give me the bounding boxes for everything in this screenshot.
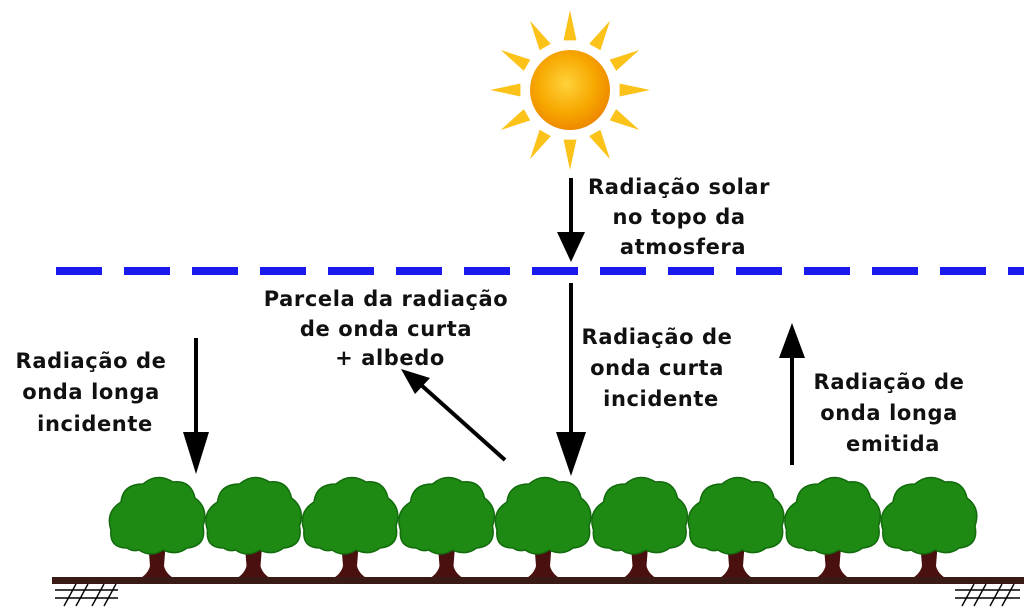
sun-ray	[609, 109, 640, 130]
sun-ray	[500, 109, 531, 130]
label-shortwave-reflected-line2: de onda curta	[300, 317, 472, 341]
tree-icon	[880, 476, 978, 579]
tree-icon	[784, 476, 881, 579]
tree-crown	[687, 476, 785, 555]
tree-trunk	[718, 540, 754, 579]
tree-trunk	[814, 540, 851, 579]
arrow-shortwave-reflected	[401, 369, 507, 462]
label-longwave-incoming-line3: incidente	[37, 412, 153, 436]
arrow-solar-top	[557, 178, 585, 262]
sun-ray	[563, 10, 577, 41]
label-longwave-emitted-line2: onda longa	[820, 401, 958, 425]
tree-trunk	[428, 540, 465, 579]
tree-row	[108, 476, 978, 579]
label-shortwave-incoming-line3: incidente	[603, 387, 719, 411]
label-shortwave-reflected-line1: Parcela da radiação	[264, 287, 509, 311]
sun-ray	[589, 20, 610, 51]
sun-ray	[490, 83, 521, 97]
tree-crown	[784, 476, 881, 555]
tree-trunk	[332, 540, 368, 579]
tree-icon	[494, 476, 592, 579]
tree-icon	[301, 476, 399, 579]
label-solar-top-line2: no topo da	[612, 205, 745, 229]
tree-icon	[591, 476, 688, 579]
sun-ray	[619, 83, 650, 97]
arrow-shortwave-incoming	[556, 283, 586, 476]
label-solar-top-line3: atmosfera	[620, 235, 746, 259]
sun-ray	[500, 50, 531, 71]
label-longwave-incoming: Radiação de onda longa incidente	[16, 349, 175, 436]
tree-crown	[398, 476, 495, 555]
label-shortwave-incoming-line2: onda curta	[590, 356, 724, 380]
tree-trunk	[139, 540, 175, 579]
tree-icon	[108, 476, 206, 579]
tree-icon	[205, 476, 302, 579]
tree-icon	[398, 476, 495, 579]
label-solar-top-line1: Radiação solar	[588, 175, 770, 199]
label-longwave-emitted: Radiação de onda longa emitida	[814, 370, 973, 456]
label-longwave-emitted-line1: Radiação de	[814, 370, 965, 394]
label-shortwave-incoming-line1: Radiação de	[582, 325, 733, 349]
tree-trunk	[911, 540, 947, 579]
tree-trunk	[621, 540, 658, 579]
sun-ray	[530, 129, 551, 160]
tree-crown	[301, 476, 399, 555]
label-shortwave-reflected: Parcela da radiação de onda curta + albe…	[264, 287, 517, 370]
tree-trunk	[525, 540, 561, 579]
tree-icon	[687, 476, 785, 579]
arrow-longwave-emitted	[779, 323, 805, 465]
tree-crown	[494, 476, 592, 555]
label-shortwave-incoming: Radiação de onda curta incidente	[582, 325, 741, 411]
sun-ray	[563, 139, 577, 170]
label-longwave-incoming-line2: onda longa	[22, 380, 160, 404]
label-longwave-emitted-line3: emitida	[846, 432, 940, 456]
sun-icon	[490, 10, 650, 170]
arrow-longwave-incoming	[183, 338, 209, 474]
ground-hatch-icon	[955, 583, 1020, 607]
ground-hatch-icon	[55, 583, 118, 607]
label-shortwave-reflected-line3: + albedo	[335, 346, 445, 370]
tree-trunk	[235, 540, 272, 579]
sun-ray	[530, 20, 551, 51]
label-solar-top: Radiação solar no topo da atmosfera	[588, 175, 778, 259]
sun-disc	[530, 50, 610, 130]
sun-ray	[609, 50, 640, 71]
sun-ray	[589, 129, 610, 160]
tree-crown	[880, 476, 978, 555]
tree-crown	[591, 476, 688, 555]
label-longwave-incoming-line1: Radiação de	[16, 349, 167, 373]
tree-crown	[205, 476, 302, 555]
tree-crown	[108, 476, 206, 555]
ground-line	[52, 577, 1024, 584]
